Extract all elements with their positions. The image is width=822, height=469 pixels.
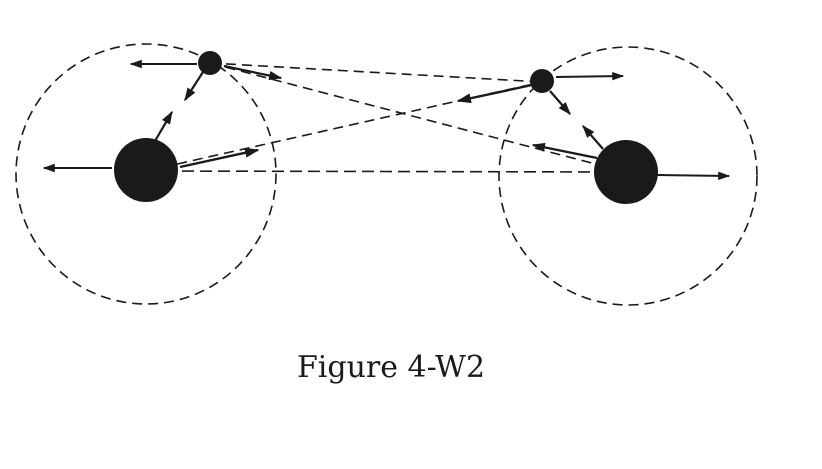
right-large-force-arrow-left [531,142,598,160]
right-small-force-arrow-down [549,90,571,115]
right-large-force-arrow-up [582,125,604,150]
left-small-body [198,51,222,75]
right-small-body [530,69,554,93]
right-large-body [594,140,658,204]
left-orbit-circle [15,43,277,305]
small-to-small-line [209,62,543,83]
right-small-velocity-arrow [555,71,625,81]
left-large-force-arrow-up [154,110,173,142]
left-large-force-arrow-right [179,147,260,169]
left-small-force-arrow-down [184,71,204,102]
left-small-force-arrow-right [223,64,283,81]
right-orbit-circle [498,46,758,306]
large-to-large-line [145,170,627,173]
left-small-to-right-large-line [209,62,627,173]
left-large-body [114,138,178,202]
figure-caption: Figure 4-W2 [296,350,486,385]
right-small-force-arrow-left [456,83,533,104]
right-large-velocity-arrow [656,171,731,181]
